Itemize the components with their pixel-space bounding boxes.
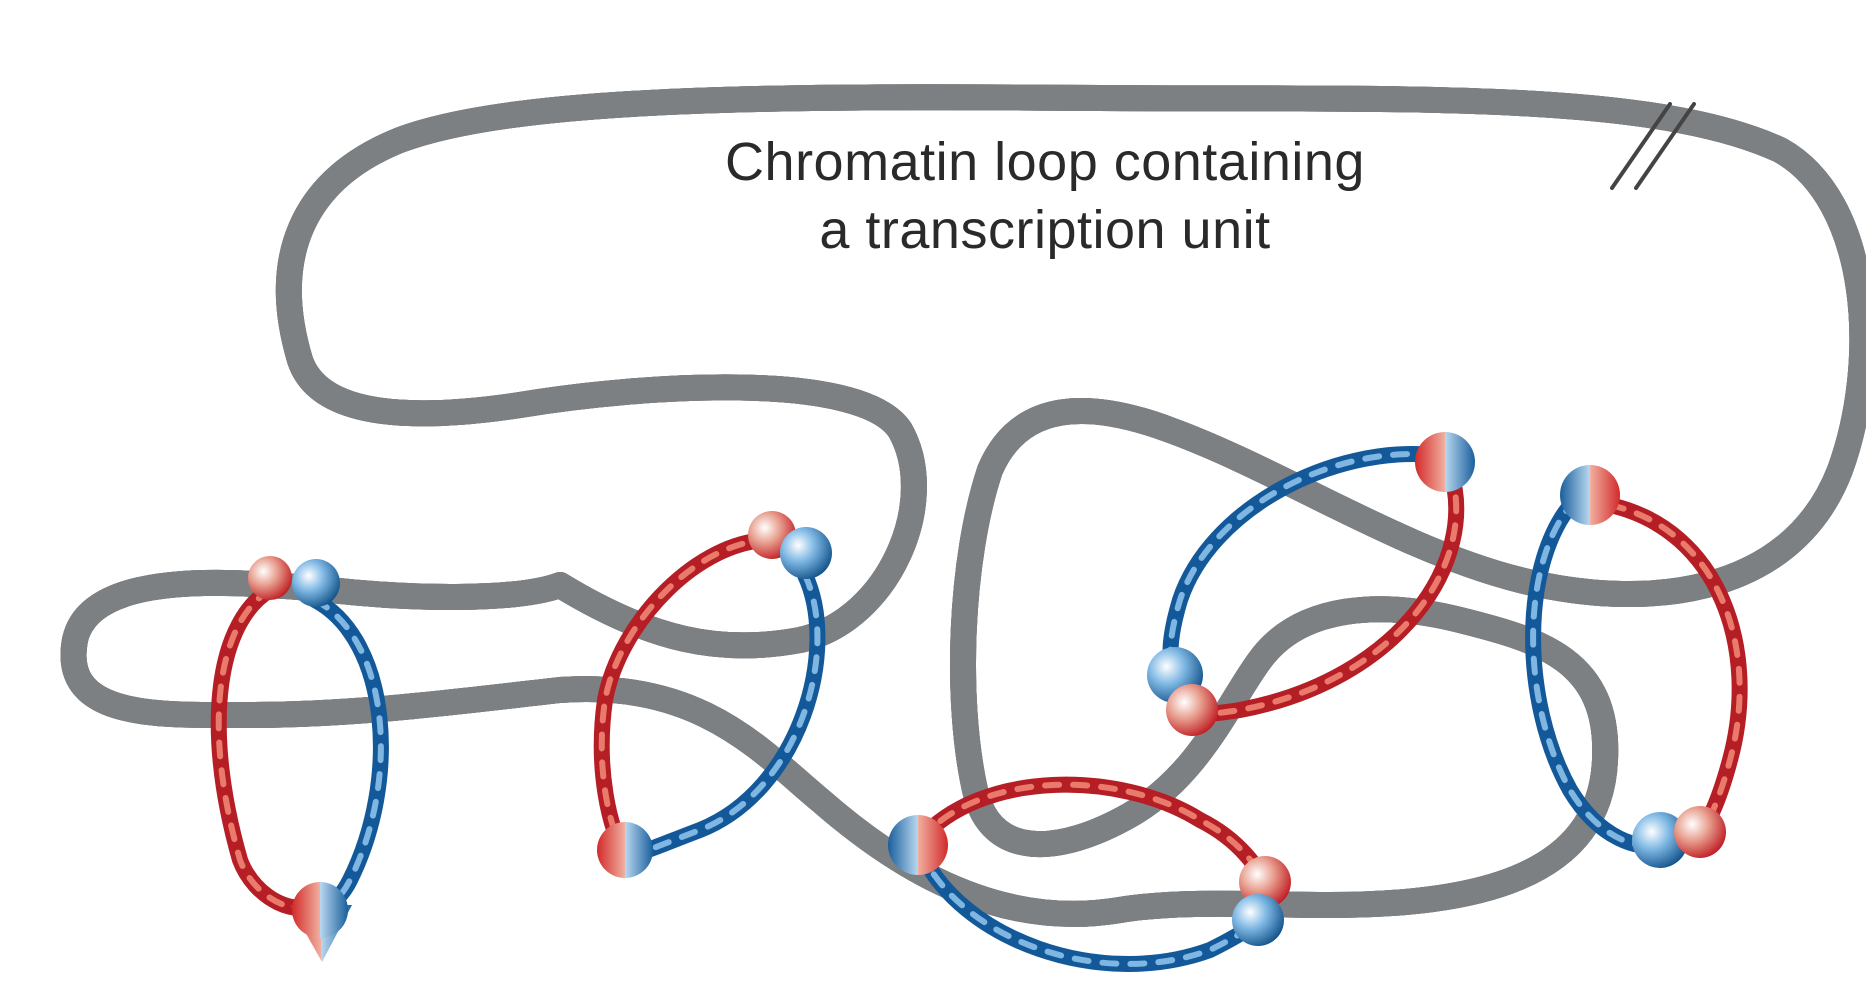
diagram-title: Chromatin loop containing a transcriptio… (530, 128, 1560, 264)
transcription-loop-4 (1147, 432, 1475, 736)
transcription-loop-2 (593, 511, 832, 878)
axis-break-icon (1610, 102, 1696, 190)
title-line-1: Chromatin loop containing (725, 132, 1365, 192)
title-line-2: a transcription unit (819, 200, 1271, 260)
transcription-loop-1 (210, 556, 389, 962)
transcription-loop-5 (1525, 465, 1748, 868)
transcription-loop-3 (888, 776, 1291, 972)
chromatin-fiber (73, 97, 1866, 914)
